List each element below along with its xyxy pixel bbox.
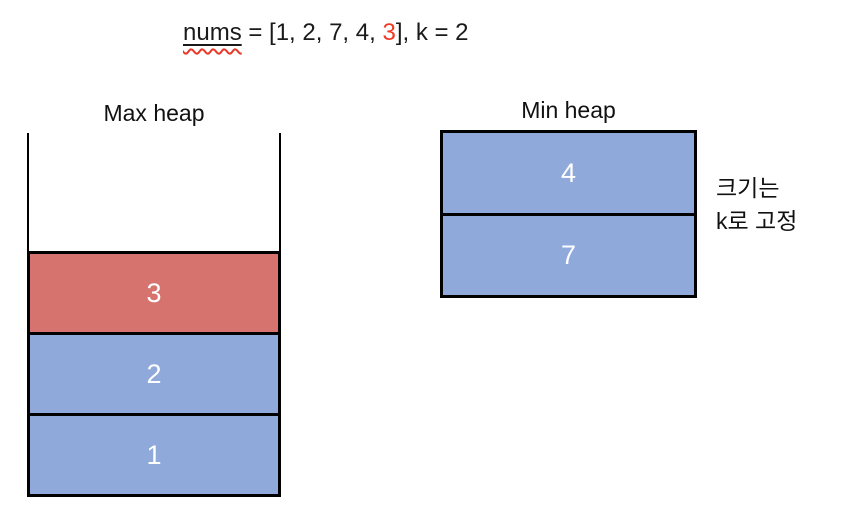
min-heap-bar-7: 7: [440, 213, 697, 298]
min-heap-bar-4-value: 4: [560, 157, 577, 188]
annotation-line-1: 크기는: [716, 175, 780, 201]
max-heap-container: 3 2 1: [27, 133, 281, 497]
max-heap-bar-2-value: 2: [146, 358, 162, 389]
min-heap-container: 4 7: [440, 130, 697, 298]
min-heap-label: Min heap: [521, 97, 616, 123]
title-k-value: ], k = 2: [395, 19, 469, 46]
min-heap-bar-7-value: 7: [560, 240, 577, 270]
max-heap-bar-2: 2: [27, 332, 281, 416]
max-heap-bar-1: 1: [27, 413, 281, 497]
min-heap-bar-4: 4: [440, 130, 697, 216]
max-heap-bar-3: 3: [27, 251, 281, 335]
annotation-line-2: k로 고정: [716, 208, 798, 234]
title-array-values: = [1, 2, 7, 4,: [241, 19, 383, 46]
max-heap-bar-1-value: 1: [146, 439, 162, 470]
nums-variable-misspelling-squiggle: nums: [183, 19, 242, 46]
problem-statement: nums = [1, 2, 7, 4, 3], k = 2: [183, 16, 469, 50]
size-fixed-annotation: 크기는 k로 고정: [716, 172, 797, 238]
nums-variable: nums: [183, 19, 242, 46]
max-heap-bar-3-value: 3: [146, 277, 162, 308]
title-highlighted-value: 3: [382, 19, 396, 46]
max-heap-label: Max heap: [103, 100, 205, 126]
